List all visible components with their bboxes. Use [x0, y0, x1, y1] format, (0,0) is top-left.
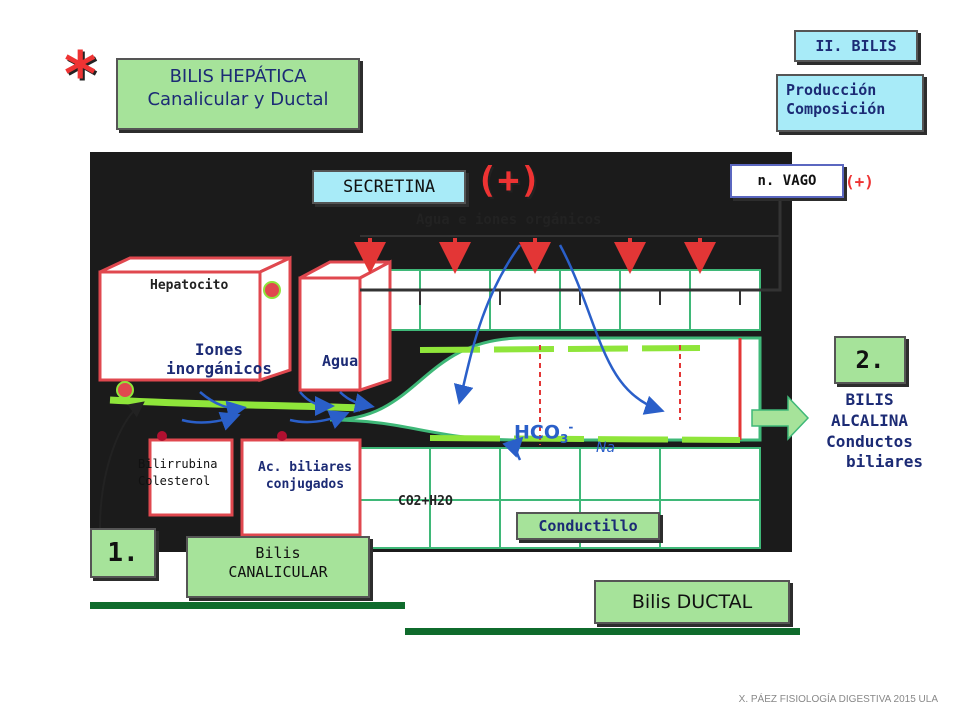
conductillo-box: Conductillo — [516, 512, 660, 540]
bilirrubina-line1: Bilirrubina — [138, 457, 218, 471]
secretin-arrows — [354, 238, 716, 274]
iones-label: Iones inorgánicos — [166, 340, 272, 378]
bilis-alcalina-line1: BILIS — [845, 390, 894, 409]
secretina-box: SECRETINA — [312, 170, 466, 204]
junction-marker — [263, 281, 281, 299]
step2-box: 2. — [834, 336, 906, 384]
agua-iones-organicos-label: Agua e iones orgánicos — [416, 212, 602, 228]
hco3-sup: - — [568, 420, 574, 434]
vago-box: n. VAGO — [730, 164, 844, 198]
canalicular-underline — [90, 602, 405, 609]
topic-line1: Producción — [786, 81, 877, 99]
step1-arrow — [99, 401, 145, 529]
blue-arrows — [181, 244, 665, 461]
bile-flow-upper — [419, 345, 701, 353]
topic-line2: Composición — [786, 99, 886, 118]
title-line1: BILIS HEPÁTICA — [169, 66, 307, 87]
bilis-ductal-box: Bilis DUCTAL — [594, 580, 790, 624]
hco3-label: HCO3- — [514, 420, 573, 446]
output-arrow — [751, 395, 810, 441]
iones-line1: Iones — [194, 340, 244, 359]
ductal-underline — [405, 628, 800, 635]
co2-label: CO2+H2O — [398, 494, 453, 509]
na-label: Na — [596, 440, 616, 456]
section-tag: II. BILIS — [794, 30, 918, 62]
bilis-canalicular-box: Bilis CANALICULAR — [186, 536, 370, 598]
bilis-alcalina-line4: biliares — [846, 452, 924, 472]
bile-flow-lower — [429, 435, 741, 443]
junction-marker — [157, 431, 167, 441]
hepatocito-label: Hepatocito — [150, 278, 229, 293]
ac-biliares-line1: Ac. biliares — [258, 460, 352, 475]
vago-effect: (+) — [845, 172, 874, 191]
bilis-alcalina-label: BILIS ALCALINA Conductos biliares — [816, 390, 923, 473]
ductal-cells — [359, 269, 761, 549]
bilis-alcalina-line3: Conductos — [826, 431, 913, 451]
agua-label: Agua — [322, 352, 359, 370]
junction-marker — [116, 381, 134, 399]
hco3-base: HCO — [514, 421, 560, 444]
bilirrubina-line2: Colesterol — [138, 473, 211, 488]
bilis-canalicular-line2: CANALICULAR — [228, 562, 328, 581]
hepatocytes — [98, 255, 392, 537]
title-line2: Canalicular y Ductal — [147, 88, 329, 110]
title-box: BILIS HEPÁTICA Canalicular y Ductal — [116, 58, 360, 130]
bilirrubina-label: Bilirrubina Colesterol — [138, 456, 217, 490]
junction-marker — [277, 431, 287, 441]
secretina-effect: (+) — [476, 160, 542, 201]
asterisk-icon: * — [64, 38, 97, 111]
hco3-sub: 3 — [560, 432, 569, 447]
iones-line2: inorgánicos — [166, 359, 272, 378]
bilis-alcalina-line2: ALCALINA — [831, 410, 909, 430]
ac-biliares-line2: conjugados — [265, 476, 345, 492]
ac-biliares-label: Ac. biliares conjugados — [258, 460, 352, 494]
bilis-canalicular-line1: Bilis — [255, 544, 301, 562]
step1-box: 1. — [90, 528, 156, 578]
footer-credit: X. PÁEZ FISIOLOGÍA DIGESTIVA 2015 ULA — [738, 694, 938, 705]
topic-box: Producción Composición — [776, 74, 924, 132]
